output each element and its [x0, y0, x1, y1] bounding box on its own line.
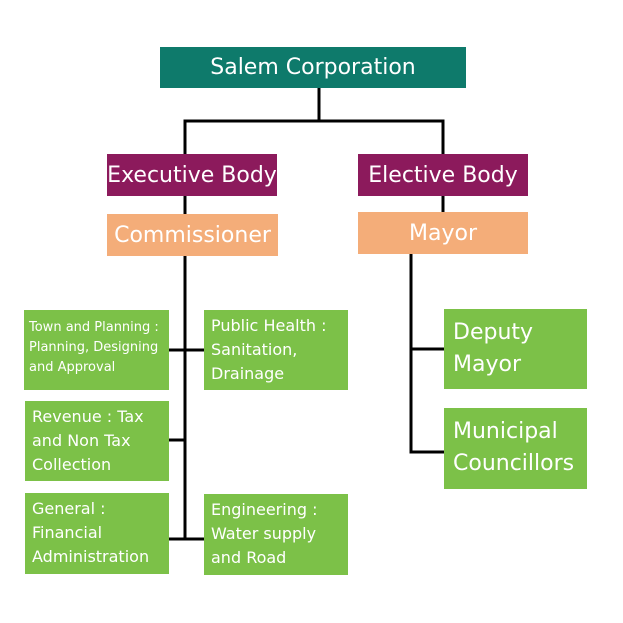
node-label: Executive Body	[107, 162, 277, 188]
node-label: Commissioner	[114, 222, 271, 248]
node-label: Deputy Mayor	[453, 320, 534, 377]
revenue-node: Revenue : Tax and Non Tax Collection	[25, 401, 169, 481]
mayor-node: Mayor	[358, 212, 528, 254]
node-label: Public Health : Sanitation, Drainage	[211, 316, 327, 383]
municipal-councillors-node: Municipal Councillors	[444, 408, 587, 489]
node-label: Engineering : Water supply and Road	[211, 500, 318, 567]
node-label: Municipal Councillors	[453, 419, 575, 476]
node-label: General : Financial Administration	[32, 499, 150, 566]
node-label: Mayor	[409, 220, 477, 246]
public-health-node: Public Health : Sanitation, Drainage	[204, 310, 348, 390]
node-label: Salem Corporation	[210, 55, 416, 80]
node-label: Revenue : Tax and Non Tax Collection	[32, 407, 144, 474]
executive-body-node: Executive Body	[107, 154, 277, 196]
salem-corporation-node: Salem Corporation	[160, 47, 466, 88]
engineering-node: Engineering : Water supply and Road	[204, 494, 348, 575]
elective-body-node: Elective Body	[358, 154, 528, 196]
node-label: Town and Planning : Planning, Designing …	[29, 320, 159, 375]
node-label: Elective Body	[368, 162, 518, 188]
deputy-mayor-node: Deputy Mayor	[444, 309, 587, 389]
general-node: General : Financial Administration	[25, 493, 169, 574]
town-planning-node: Town and Planning : Planning, Designing …	[24, 310, 169, 390]
commissioner-node: Commissioner	[107, 214, 278, 256]
